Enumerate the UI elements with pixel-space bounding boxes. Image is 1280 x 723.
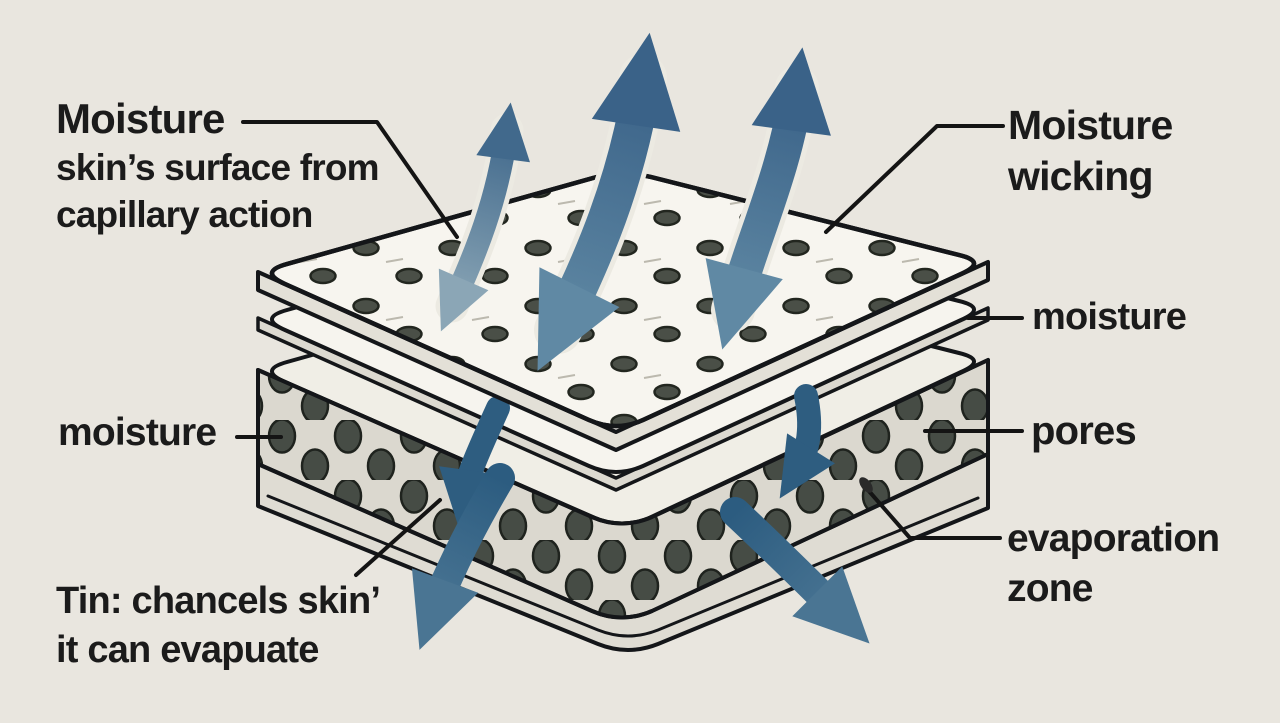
wick-down-arrows-mid (439, 384, 835, 529)
label-moisture-wicking: Moisture wicking (1008, 100, 1173, 202)
label-pores: pores (1031, 409, 1137, 453)
leader-evaporation-zone (866, 488, 1002, 540)
label-moisture-capillary-line2: skin’s surface from (56, 147, 380, 188)
moisture-up-arrow-right (705, 47, 831, 350)
label-moisture-capillary-line3: capillary action (56, 194, 313, 235)
moisture-droplet-icon (859, 477, 873, 493)
label-moisture-wicking-line1: Moisture (1008, 102, 1173, 148)
moisture-up-arrow-left (438, 102, 530, 332)
wick-down-arrow-mid-left (439, 396, 510, 529)
label-skin-channels: Tin: chancels skin’ it can evapuate (56, 577, 381, 675)
label-moisture-wicking-line2: wicking (1008, 153, 1154, 199)
label-skin-channels-line2: it can evapuate (56, 629, 319, 671)
label-moisture-capillary-line1: Moisture (56, 95, 225, 142)
leader-moisture-capillary (241, 120, 459, 239)
label-skin-channels-line1: Tin: chancels skin’ (56, 580, 381, 622)
moisture-up-arrow-center (537, 32, 681, 371)
wick-down-arrow-mid-right (779, 384, 835, 499)
leader-lines (235, 120, 1024, 577)
moisture-up-arrows (435, 32, 831, 371)
label-evaporation-zone-line1: evaporation (1007, 517, 1220, 560)
label-moisture-right: moisture (1032, 296, 1187, 338)
evaporation-arrow-bottom-right (720, 497, 870, 644)
label-evaporation-zone: evaporation zone (1007, 514, 1220, 614)
leader-skin-channels (354, 498, 442, 577)
label-moisture-left: moisture (58, 411, 217, 454)
label-evaporation-zone-line2: zone (1007, 567, 1093, 610)
leader-moisture-wicking (824, 124, 1005, 234)
label-moisture-capillary: Moisture skin’s surface from capillary a… (56, 94, 380, 238)
evaporation-arrows-bottom (411, 463, 870, 650)
evaporation-arrow-bottom-left (411, 463, 515, 650)
